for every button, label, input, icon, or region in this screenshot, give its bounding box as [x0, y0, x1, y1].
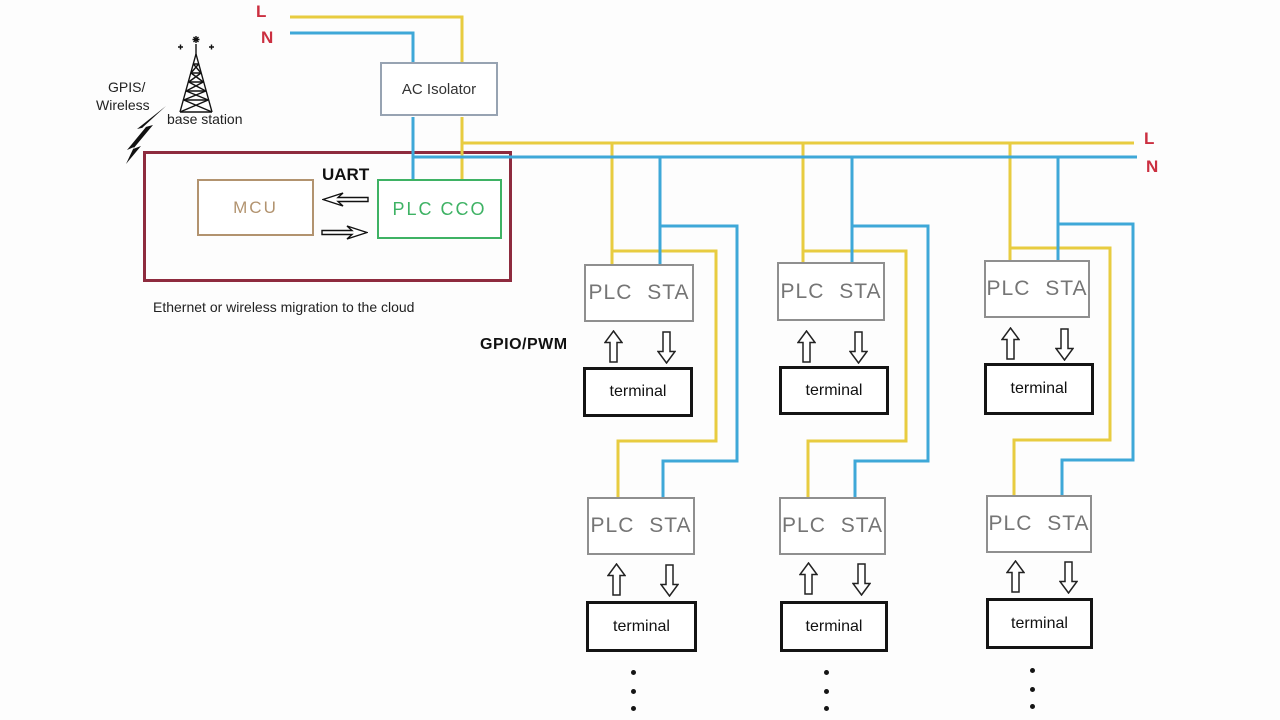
arrow-up-icon: [799, 562, 818, 595]
arrow-down-icon: [1055, 328, 1074, 361]
plc-cco-label: PLC CCO: [392, 198, 487, 219]
terminal-label: terminal: [805, 617, 863, 635]
plc-sta-box-r1c3: PLC STA: [984, 260, 1090, 318]
cloud-gateway-box: [143, 151, 512, 282]
antenna-tower-icon: [178, 36, 214, 113]
uart-label: UART: [322, 165, 370, 184]
uart-arrow-left-icon: [322, 192, 369, 207]
gpio-pwm-label: GPIO/PWM: [480, 336, 568, 353]
plc-sta-label: PLC STA: [986, 277, 1088, 300]
plc-sta-label: PLC STA: [780, 279, 882, 303]
cloud-caption: Ethernet or wireless migration to the cl…: [153, 299, 415, 315]
terminal-label: terminal: [609, 383, 667, 400]
live-label-top: L: [256, 2, 267, 21]
arrow-up-icon: [604, 330, 623, 363]
plc-sta-box-r1c2: PLC STA: [777, 262, 885, 321]
plc-cco-box: PLC CCO: [377, 179, 502, 239]
arrow-up-icon: [1006, 560, 1025, 593]
terminal-label: terminal: [1011, 614, 1068, 632]
terminal-box-r2c1: terminal: [586, 601, 697, 652]
plc-sta-label: PLC STA: [782, 514, 883, 537]
mcu-label: MCU: [233, 197, 278, 217]
terminal-box-r1c2: terminal: [779, 366, 889, 415]
plc-sta-label: PLC STA: [588, 281, 690, 304]
arrow-down-icon: [660, 564, 679, 597]
ac-isolator-box: AC Isolator: [380, 62, 498, 116]
arrow-down-icon: [657, 331, 676, 364]
uart-arrow-right-icon: [321, 225, 368, 240]
neutral-label-right: N: [1146, 157, 1159, 176]
terminal-label: terminal: [1010, 380, 1068, 397]
plc-sta-box-r2c3: PLC STA: [986, 495, 1092, 553]
plc-sta-box-r2c2: PLC STA: [779, 497, 886, 555]
terminal-label: terminal: [805, 381, 863, 399]
live-label-right: L: [1144, 129, 1155, 148]
mcu-box: MCU: [197, 179, 314, 236]
terminal-label: terminal: [613, 617, 670, 635]
terminal-box-r2c2: terminal: [780, 601, 888, 652]
plc-sta-label: PLC STA: [590, 514, 692, 537]
arrow-up-icon: [607, 563, 626, 596]
plc-sta-box-r2c1: PLC STA: [587, 497, 695, 555]
arrow-up-icon: [797, 330, 816, 363]
plc-sta-box-r1c1: PLC STA: [584, 264, 694, 322]
arrow-up-icon: [1001, 327, 1020, 360]
wire-neutral-top-feed: [290, 31, 415, 62]
base-station-label: base station: [167, 111, 243, 127]
terminal-box-r1c1: terminal: [583, 367, 693, 417]
arrow-down-icon: [852, 563, 871, 596]
plc-sta-label: PLC STA: [988, 512, 1090, 535]
terminal-box-r2c3: terminal: [986, 598, 1093, 649]
wire-live-top-feed: [290, 15, 464, 62]
terminal-box-r1c3: terminal: [984, 363, 1094, 415]
neutral-label-top: N: [261, 28, 274, 47]
wireless-label: Wireless: [96, 97, 150, 113]
ac-isolator-label: AC Isolator: [401, 80, 477, 98]
arrow-down-icon: [1059, 561, 1078, 594]
arrow-down-icon: [849, 331, 868, 364]
lightning-bolt-icon: [126, 106, 166, 164]
gpis-label: GPIS/: [108, 79, 146, 95]
